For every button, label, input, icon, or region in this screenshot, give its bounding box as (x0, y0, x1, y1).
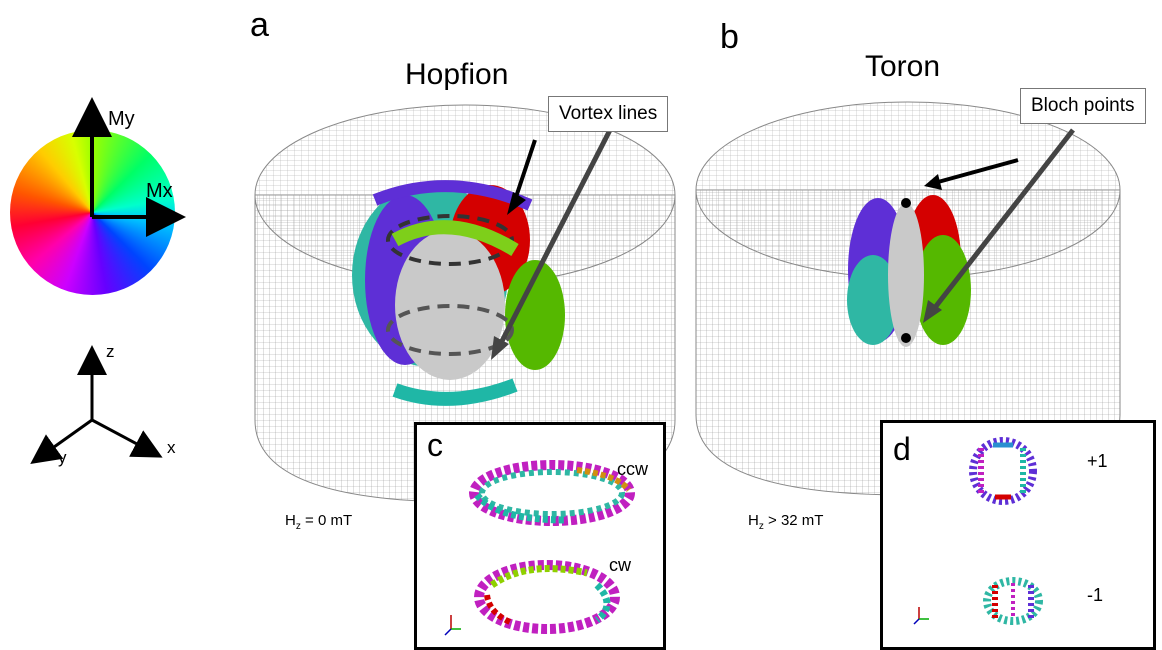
axis-my-label: My (108, 108, 135, 130)
field-label-toron: Hz > 32 mT (748, 512, 824, 532)
coordinate-axes: z y x (30, 342, 176, 467)
axis-x-label: x (167, 438, 176, 457)
hopfion-title: Hopfion (405, 58, 509, 91)
toron-render (695, 101, 1121, 496)
panel-c-letter: c (427, 427, 443, 463)
bloch-arrow-1 (937, 158, 1019, 184)
mini-axes-d (913, 607, 929, 625)
minus-one-label: -1 (1087, 585, 1104, 605)
plus-one-label: +1 (1087, 451, 1108, 471)
axis-y-label: y (58, 448, 67, 467)
color-wheel-axes: My Mx (72, 97, 186, 237)
vortex-lines-callout: Vortex lines (548, 96, 669, 132)
bloch-point-configs (913, 437, 1043, 625)
cw-label: cw (609, 555, 631, 575)
bloch-plus-one (969, 437, 1037, 505)
bloch-minus-one (983, 577, 1043, 625)
panel-d-letter: d (893, 431, 911, 467)
axis-mx-label: Mx (146, 180, 173, 202)
panel-a-letter: a (250, 6, 269, 44)
inset-d: d +1 -1 (880, 420, 1156, 650)
bloch-point-top (901, 198, 911, 208)
vortex-arrow-2 (497, 128, 613, 347)
bloch-points-callout: Bloch points (1020, 88, 1146, 124)
axis-z-label: z (106, 342, 115, 361)
vortex-arrow-1 (513, 139, 537, 201)
toron-tubes (847, 195, 971, 347)
panel-b-letter: b (720, 18, 739, 56)
bloch-arrow-2 (931, 128, 1075, 312)
toron-title: Toron (865, 50, 941, 83)
bloch-point-bottom (901, 333, 911, 343)
vortex-rings (444, 460, 635, 636)
field-label-hopfion: Hz = 0 mT (285, 512, 353, 532)
mini-axes-c (444, 615, 461, 636)
hopfion-tubes (352, 180, 565, 406)
ccw-label: ccw (617, 459, 648, 479)
inset-c: c ccw cw (414, 422, 666, 650)
